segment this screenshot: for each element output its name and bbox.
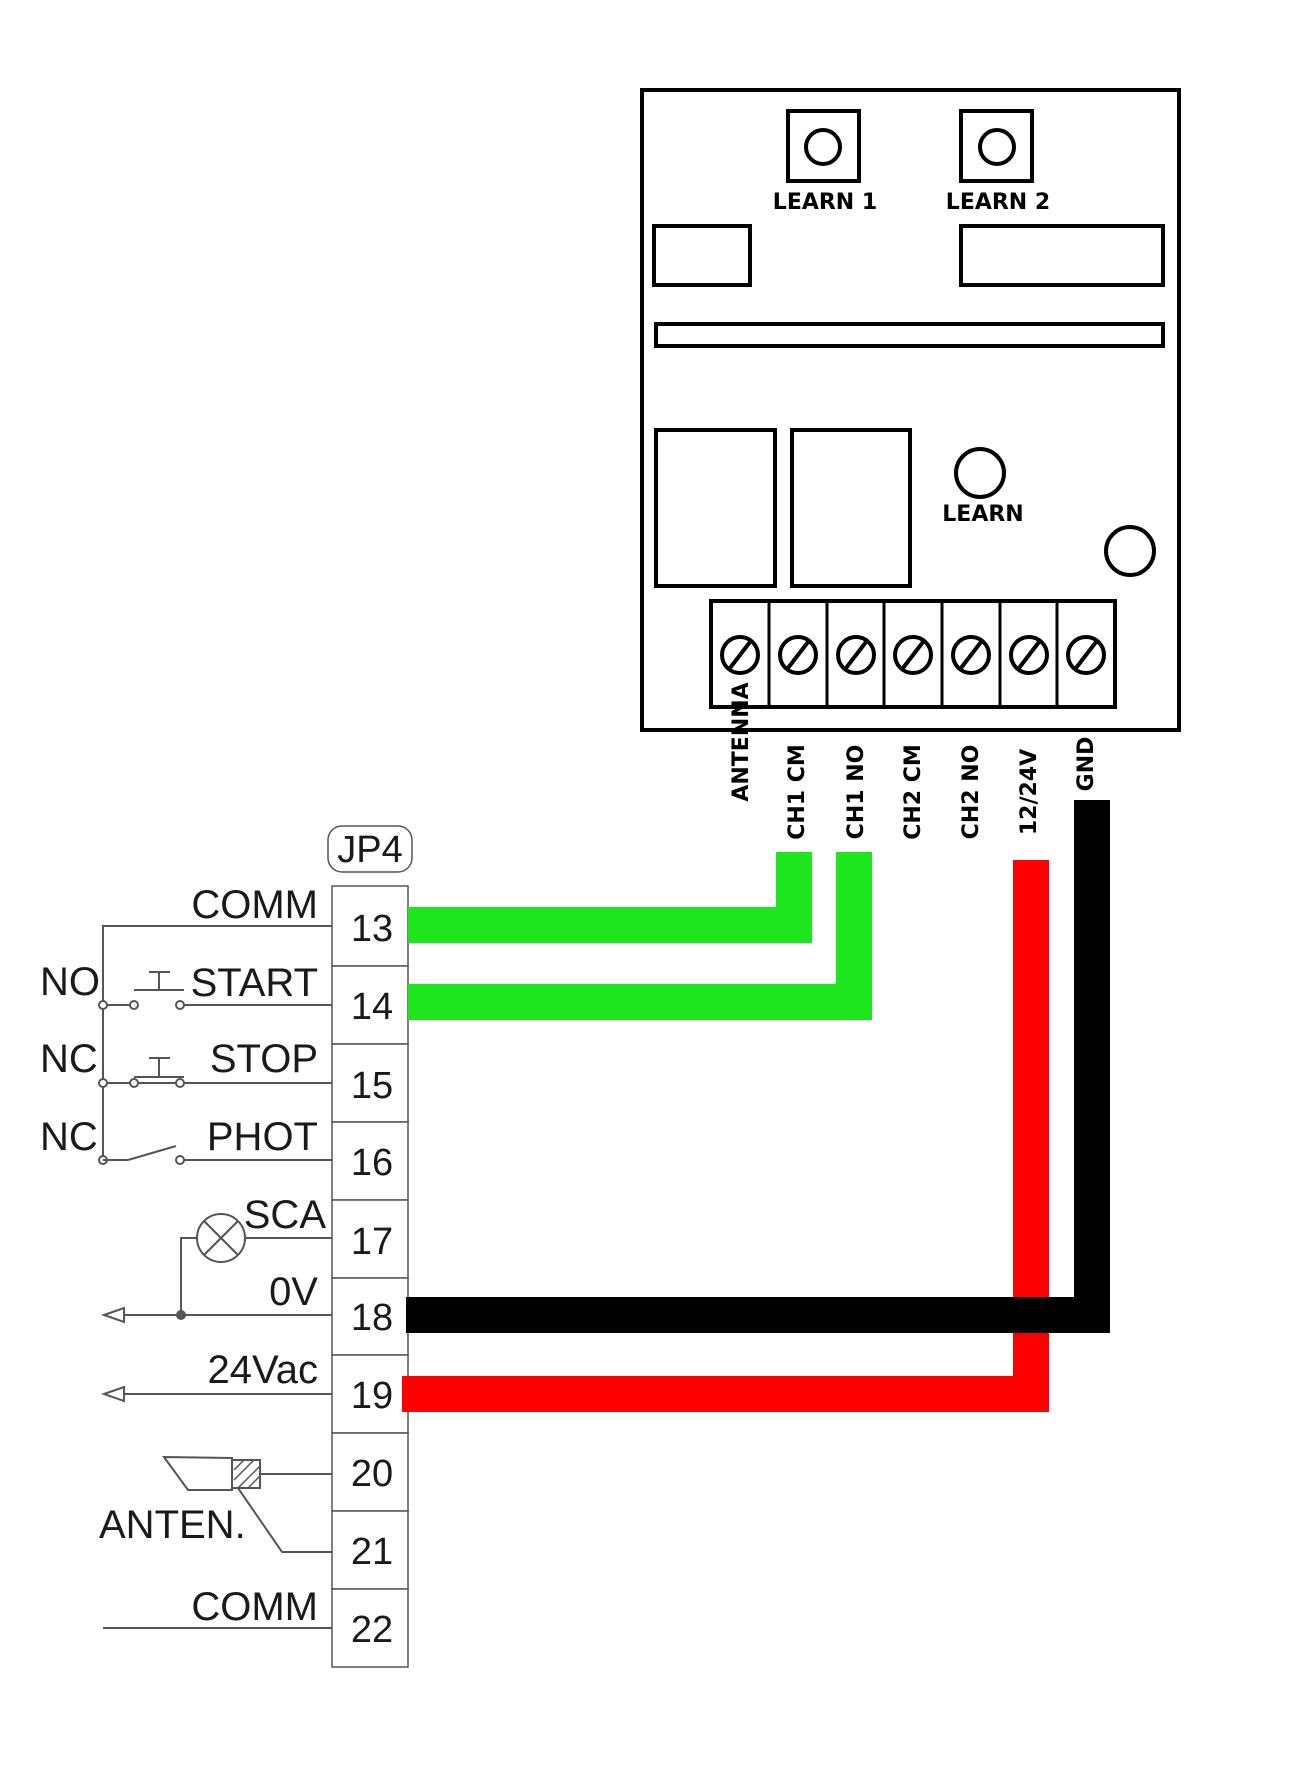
jp4-num-21: 21 <box>351 1531 393 1573</box>
jp4-label-comm-13: COMM <box>191 883 318 927</box>
lamp-icon <box>180 1213 332 1315</box>
jp4-title-box <box>327 825 413 873</box>
terminal-screw-ch2-no[interactable] <box>951 635 991 675</box>
terminal-screw-ch2-cm[interactable] <box>893 635 933 675</box>
learn-button[interactable] <box>954 447 1006 499</box>
contact-type-start: NO <box>40 960 100 1004</box>
jp4-num-17: 17 <box>351 1221 393 1263</box>
indicator-led <box>1104 525 1156 577</box>
terminal-screw-ch1-no[interactable] <box>836 635 876 675</box>
wires <box>402 800 1110 1412</box>
terminal-label-ch1-cm: CH1 CM <box>785 744 810 840</box>
antenna-icon <box>162 1455 332 1553</box>
jp4-label-24vac: 24Vac <box>208 1348 318 1392</box>
terminal-screw-antenna[interactable] <box>720 635 760 675</box>
contact-type-phot: NC <box>40 1115 98 1159</box>
terminal-screw-12-24v[interactable] <box>1009 635 1049 675</box>
0v-arrow-icon <box>100 1306 125 1324</box>
bus-node-stop <box>98 1078 108 1088</box>
contact-type-stop: NC <box>40 1037 98 1081</box>
jp4-label-comm-22: COMM <box>191 1585 318 1629</box>
jp4-label-sca: SCA <box>244 1193 327 1237</box>
jp4-title: JP4 <box>337 829 402 871</box>
receiver-module: LEARN 1 LEARN 2 LEARN <box>640 88 1181 840</box>
jp4-cell-21[interactable] <box>331 1510 409 1590</box>
jp4-label-start: START <box>191 961 318 1005</box>
external-schematic <box>98 925 332 1629</box>
terminal-label-gnd: GND <box>1074 737 1099 792</box>
bus-node-start <box>98 1000 108 1010</box>
phot-contact-symbol <box>98 1145 185 1170</box>
module-strip <box>654 322 1165 348</box>
terminal-block <box>709 599 1117 709</box>
jp4-num-13: 13 <box>351 908 393 950</box>
jp4-label-stop: STOP <box>210 1037 318 1081</box>
component-block-right <box>959 224 1165 287</box>
jp4-num-16: 16 <box>351 1142 393 1184</box>
jp4-num-14: 14 <box>351 986 393 1028</box>
jp4-strip: JP4 13 14 15 16 17 18 19 20 21 22 COMM S… <box>40 825 413 1668</box>
wire-green-start-ch1no <box>408 852 872 1020</box>
jp4-num-15: 15 <box>351 1065 393 1107</box>
learn1-label: LEARN 1 <box>773 190 877 215</box>
terminal-screw-gnd[interactable] <box>1066 635 1106 675</box>
learn1-button[interactable] <box>786 109 861 183</box>
jp4-label-phot: PHOT <box>207 1115 318 1159</box>
jp4-num-22: 22 <box>351 1609 393 1651</box>
jp4-cell-18[interactable] <box>331 1277 409 1356</box>
jp4-cell-22[interactable] <box>331 1588 409 1668</box>
terminal-label-antenna: ANTENNA <box>729 682 754 801</box>
24vac-arrow-icon <box>100 1385 125 1403</box>
jp4-num-18: 18 <box>351 1297 393 1339</box>
terminal-label-ch1-no: CH1 NO <box>844 745 869 840</box>
terminal-screw-ch1-cm[interactable] <box>778 635 818 675</box>
terminal-label-ch2-no: CH2 NO <box>959 745 984 840</box>
jp4-num-19: 19 <box>351 1375 393 1417</box>
wire-black-0v-gnd <box>406 800 1110 1333</box>
wire-green-comm-ch1cm <box>408 852 812 943</box>
wire-red-24vac-12-24v <box>402 860 1049 1412</box>
relay-1 <box>654 428 777 588</box>
jp4-cell-13[interactable] <box>331 885 409 967</box>
start-pushbutton-symbol <box>129 971 185 1012</box>
jp4-cell-17[interactable] <box>331 1199 409 1279</box>
component-block-left <box>652 224 752 287</box>
learn2-button[interactable] <box>959 109 1034 183</box>
terminal-label-ch2-cm: CH2 CM <box>901 744 926 840</box>
learn-label: LEARN <box>942 502 1023 527</box>
jp4-terminals <box>331 885 409 1668</box>
learn2-label: LEARN 2 <box>946 190 1050 215</box>
jp4-label-0v: 0V <box>269 1270 318 1314</box>
relay-2 <box>790 428 912 588</box>
antenna-label: ANTEN. <box>99 1503 246 1547</box>
terminal-label-12-24v: 12/24V <box>1017 749 1042 835</box>
stop-pushbutton-symbol <box>129 1057 185 1088</box>
jp4-num-20: 20 <box>351 1453 393 1495</box>
